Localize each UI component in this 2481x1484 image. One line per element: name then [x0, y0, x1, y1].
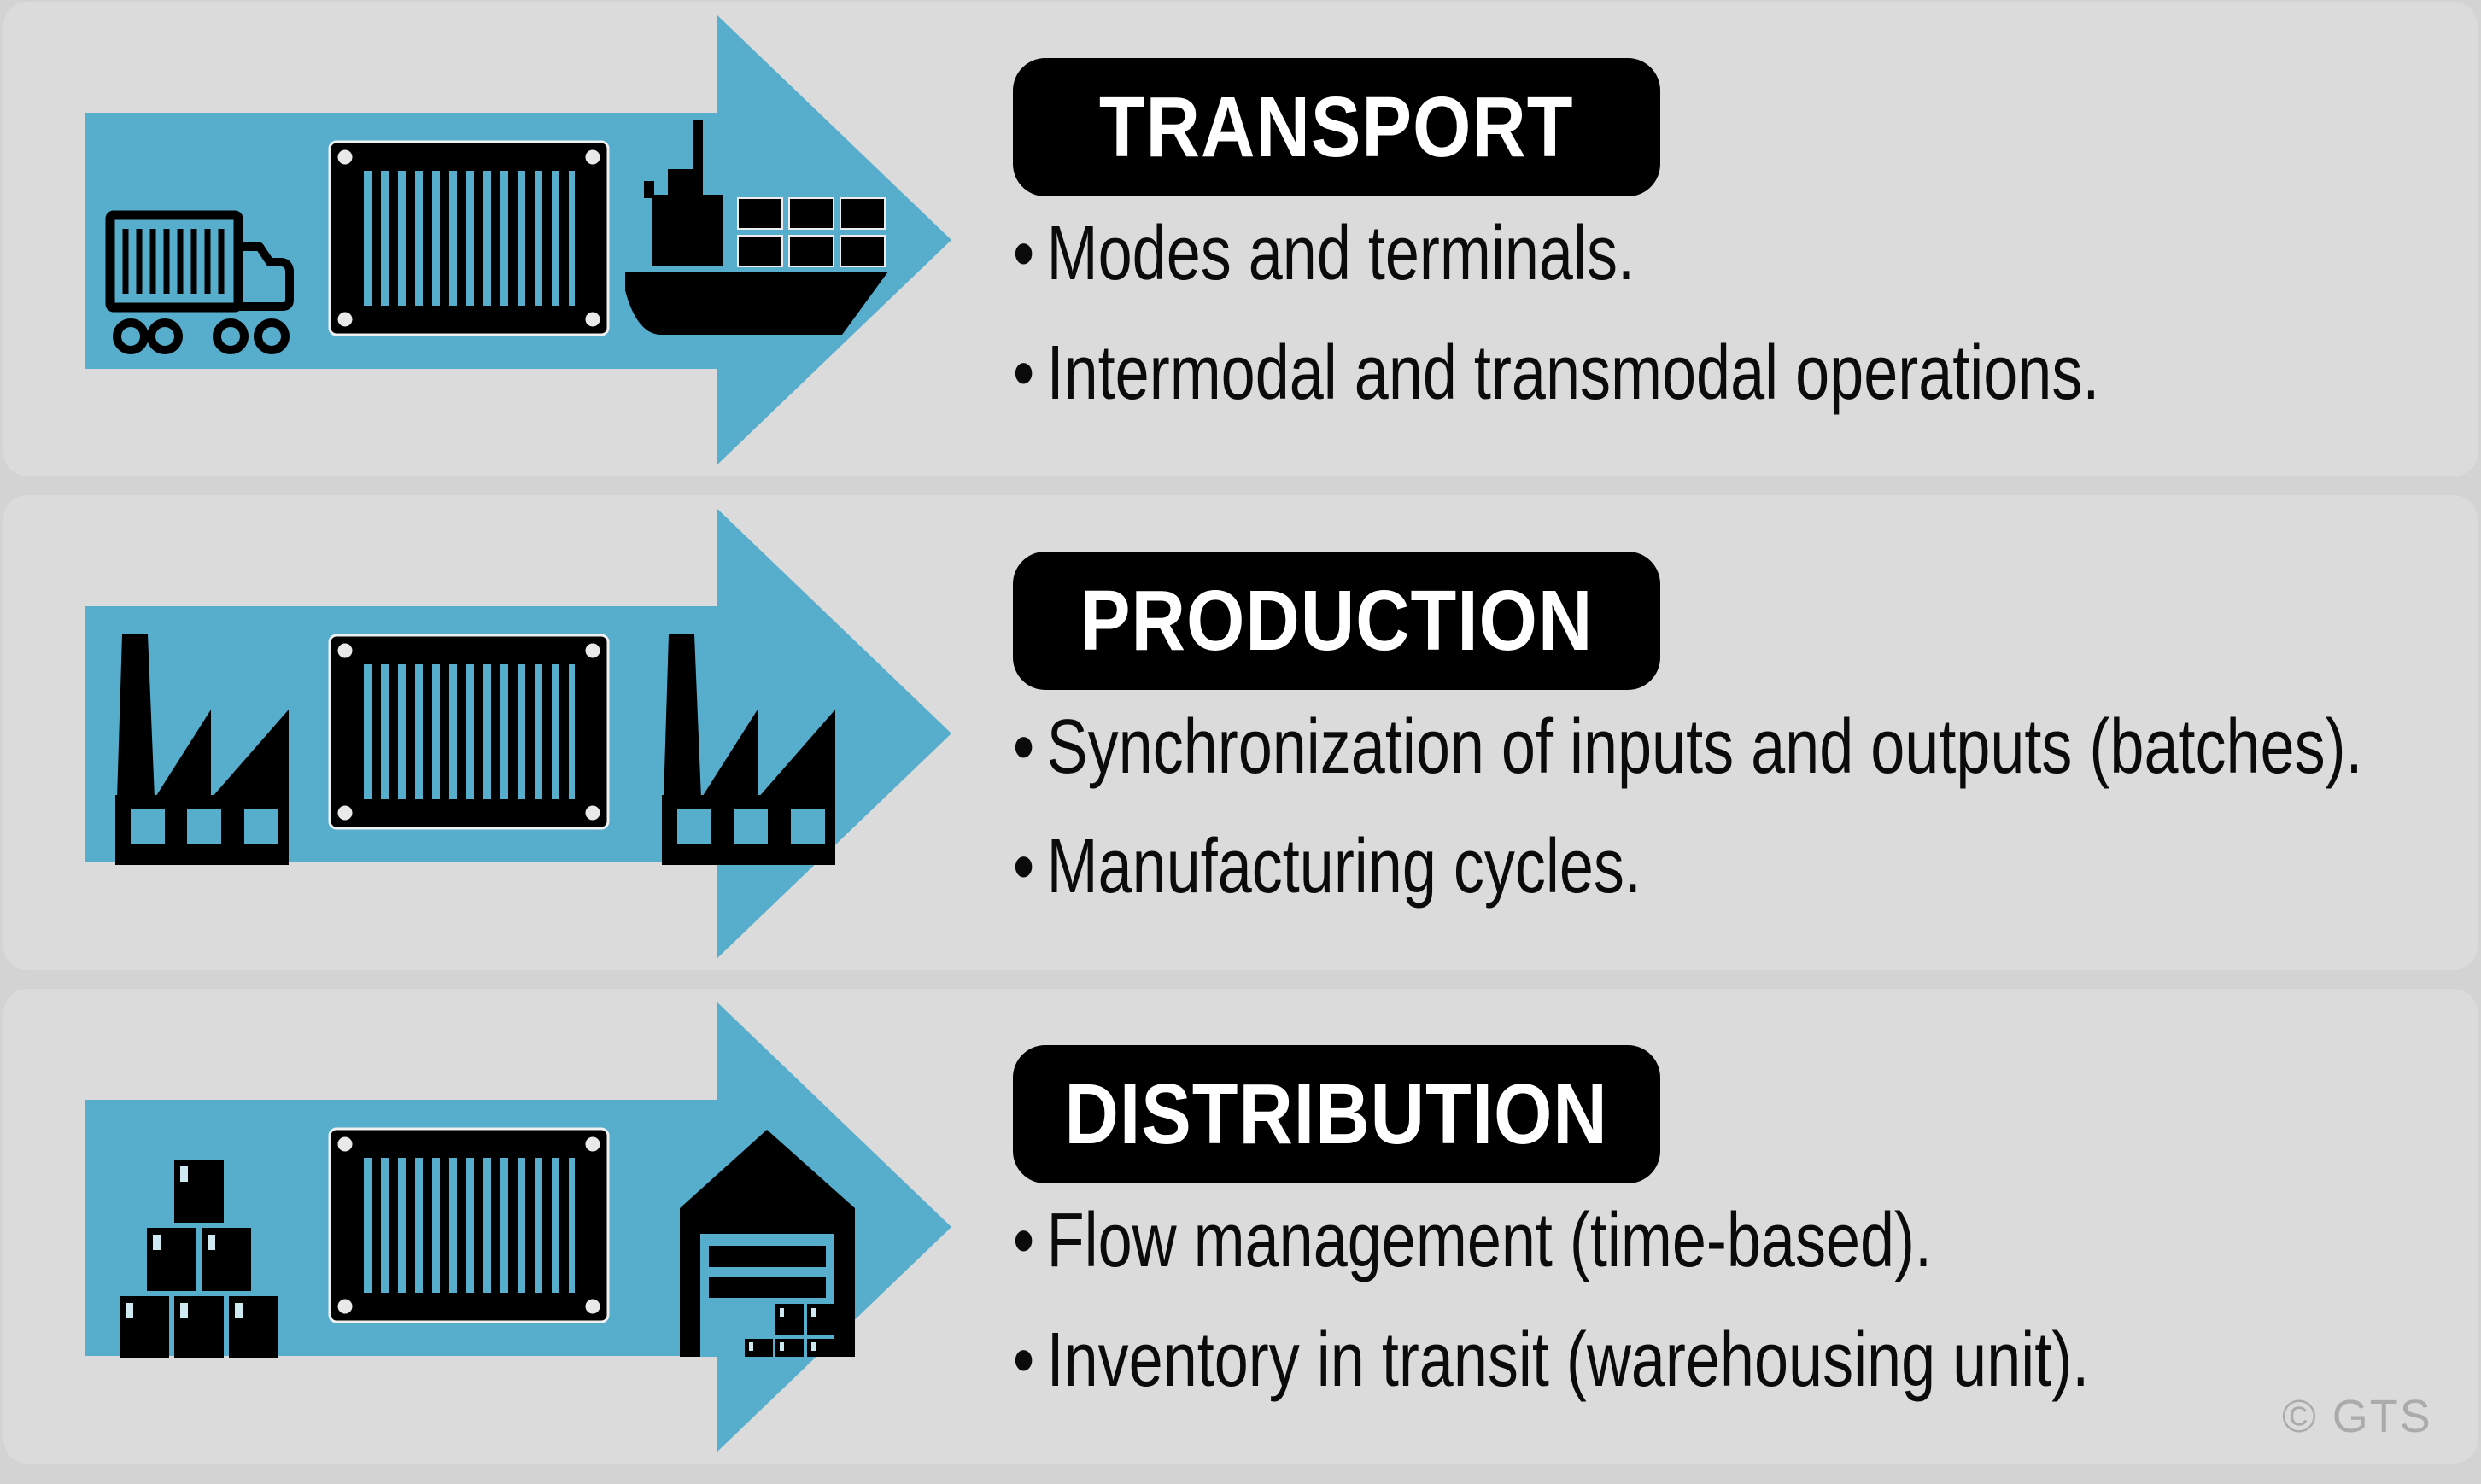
bullet-item: Inventory in transit (warehousing unit).: [1013, 1312, 2358, 1431]
warehouse-icon: [680, 1130, 855, 1357]
bullet-item: Manufacturing cycles.: [1013, 818, 2481, 938]
ship-icon: [620, 120, 893, 356]
production-bullets: Synchronization of inputs and outputs (b…: [1013, 698, 2481, 938]
bullet-item: Modes and terminals.: [1013, 205, 2371, 324]
distribution-bullets: Flow management (time-based). Inventory …: [1013, 1192, 2358, 1431]
transport-bullets: Modes and terminals. Intermodal and tran…: [1013, 205, 2371, 444]
transport-title: TRANSPORT: [1099, 79, 1574, 175]
row-production: PRODUCTION Synchronization of inputs and…: [3, 495, 2478, 970]
container-icon: [328, 1127, 610, 1323]
row-transport: TRANSPORT Modes and terminals. Intermoda…: [3, 2, 2478, 476]
transport-title-badge: TRANSPORT: [1013, 58, 1660, 196]
distribution-title-badge: DISTRIBUTION: [1013, 1045, 1660, 1183]
production-title: PRODUCTION: [1080, 572, 1594, 669]
factory-icon: [110, 634, 294, 865]
bullet-item: Flow management (time-based).: [1013, 1192, 2358, 1312]
distribution-title: DISTRIBUTION: [1064, 1066, 1609, 1162]
bullet-item: Synchronization of inputs and outputs (b…: [1013, 698, 2481, 818]
boxes-icon: [116, 1132, 287, 1358]
production-title-badge: PRODUCTION: [1013, 552, 1660, 690]
factory-icon: [657, 634, 840, 865]
copyright-watermark: © GTS: [2282, 1391, 2432, 1442]
bullet-item: Intermodal and transmodal operations.: [1013, 324, 2371, 444]
container-icon: [328, 140, 610, 336]
row-distribution: DISTRIBUTION Flow management (time-based…: [3, 989, 2478, 1464]
container-icon: [328, 634, 610, 830]
truck-icon: [104, 209, 314, 361]
